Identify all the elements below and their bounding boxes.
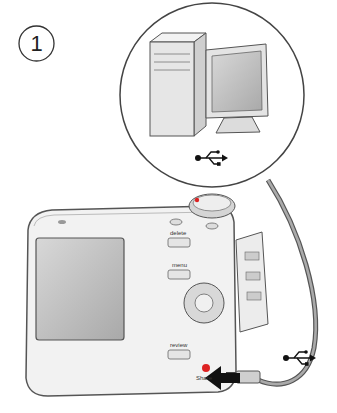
button-label: review bbox=[170, 342, 187, 348]
usb-symbol bbox=[195, 150, 228, 166]
button-label: delete bbox=[170, 230, 186, 236]
computer-monitor bbox=[206, 44, 268, 133]
button-label: Share bbox=[196, 375, 212, 381]
computer-tower bbox=[150, 33, 206, 136]
usb-cable bbox=[258, 180, 316, 384]
callout-circle bbox=[120, 3, 304, 187]
button-label: menu bbox=[172, 262, 187, 268]
usb-cable-highlight bbox=[258, 180, 316, 384]
callout-number: 1 bbox=[30, 31, 42, 57]
usb-symbol bbox=[283, 350, 316, 366]
callout-circle: 1 bbox=[18, 25, 55, 62]
digital-camera bbox=[26, 194, 268, 396]
